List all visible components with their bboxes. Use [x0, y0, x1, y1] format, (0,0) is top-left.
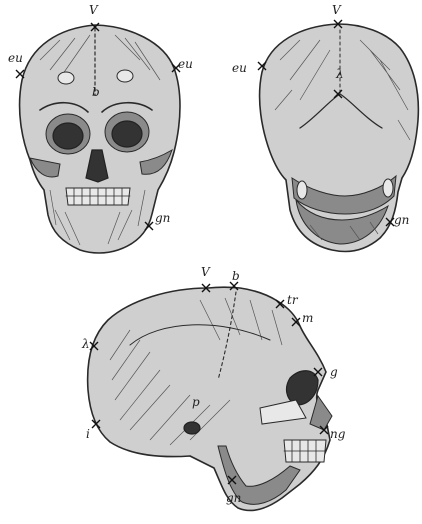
- front-euryon-left-label: eu: [8, 52, 23, 64]
- side-nasion-label: ng: [330, 428, 345, 440]
- front-bregma-label: b: [92, 86, 100, 98]
- side-lambda-label: λ: [82, 338, 90, 350]
- side-porion-label: p: [192, 396, 200, 408]
- back-lambda-label: λ: [336, 68, 344, 80]
- front-vertex-label: V: [89, 4, 98, 16]
- side-vertex-label: V: [201, 266, 210, 278]
- side-metopion-label: m: [302, 312, 313, 324]
- side-skull: [88, 282, 332, 510]
- side-gnathion-label: gn: [226, 492, 241, 504]
- front-euryon-right-label: eu: [178, 58, 193, 70]
- side-glabella-label: g: [330, 366, 338, 378]
- back-vertex-label: V: [332, 4, 341, 16]
- front-gnathion-label: gn: [155, 212, 170, 224]
- back-gnathion-label: gn: [394, 214, 409, 226]
- back-euryon-label: eu: [232, 62, 247, 74]
- side-inion-label: i: [86, 428, 90, 440]
- side-trichion-label: tr: [287, 294, 298, 306]
- side-bregma-label: b: [232, 270, 240, 282]
